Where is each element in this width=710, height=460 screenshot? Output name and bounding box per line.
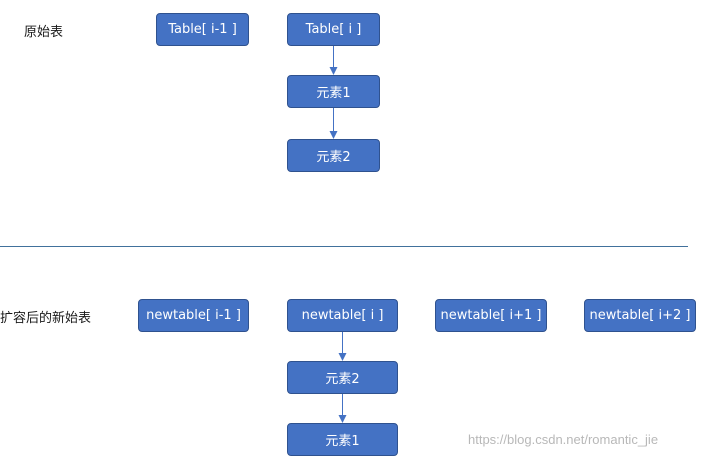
resized-bucket-i-plus-1: newtable[ i+1 ] xyxy=(435,299,547,332)
original-bucket-i-minus-1: Table[ i-1 ] xyxy=(156,13,249,46)
resized-bucket-i: newtable[ i ] xyxy=(287,299,398,332)
resized-table-label: 扩容后的新始表 xyxy=(0,311,92,326)
original-chain-node-1: 元素1 xyxy=(287,75,380,108)
resized-bucket-i-plus-2: newtable[ i+2 ] xyxy=(584,299,696,332)
watermark-url: https://blog.csdn.net/romantic_jie xyxy=(468,432,659,447)
resized-chain-node-2: 元素1 xyxy=(287,423,398,456)
original-bucket-i: Table[ i ] xyxy=(287,13,380,46)
section-divider xyxy=(0,246,688,247)
resized-chain-node-1: 元素2 xyxy=(287,361,398,394)
original-table-label: 原始表 xyxy=(24,25,64,40)
original-chain-node-2: 元素2 xyxy=(287,139,380,172)
resized-bucket-i-minus-1: newtable[ i-1 ] xyxy=(138,299,249,332)
